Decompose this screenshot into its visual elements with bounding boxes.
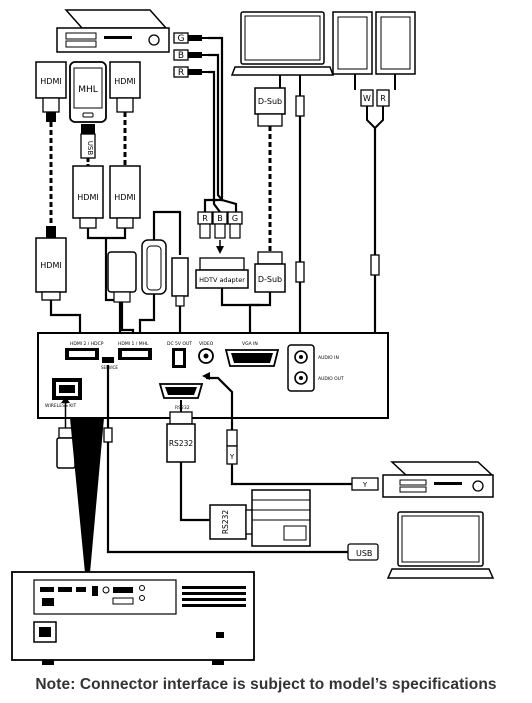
label-dsub-1: D-Sub xyxy=(258,97,282,106)
hdmi-plugs-middle: HDMI HDMI HDMI xyxy=(72,61,141,340)
laptop-icon-right xyxy=(386,511,495,579)
label-usb-mhl: USB xyxy=(86,141,94,156)
label-hdmi-1: HDMI xyxy=(40,77,61,86)
component-rgb-plugs-top: G B R xyxy=(173,32,238,213)
label-y-2: Y xyxy=(362,481,368,489)
laptop-icon-top xyxy=(230,11,335,76)
panel-wireless-kit: WIRELESS KIT xyxy=(45,403,77,409)
label-r-top: R xyxy=(178,68,184,78)
hdmi-cable-left: HDMI HDMI xyxy=(35,61,82,340)
lower-cables: USB Y Y RS232 RS232 xyxy=(56,365,379,561)
projector-body xyxy=(11,571,255,665)
label-dsub-2: D-Sub xyxy=(258,275,282,284)
mhl-phone-icon: MHL USB xyxy=(69,61,107,166)
label-hdmi-5: HDMI xyxy=(114,193,135,202)
hdtv-adapter: R B G HDTV adapter xyxy=(195,211,260,307)
label-rs232-2: RS232 xyxy=(221,510,230,535)
panel-audio-out: AUDIO OUT xyxy=(318,376,344,382)
footnote: Note: Connector interface is subject to … xyxy=(35,676,497,693)
audio-in-cable xyxy=(295,75,305,345)
panel-service: SERVICE xyxy=(101,365,118,370)
label-r-adapter: R xyxy=(202,214,208,223)
panel-audio-in: AUDIO IN xyxy=(318,355,339,361)
label-g-adapter: G xyxy=(232,214,238,223)
label-hdmi-3: HDMI xyxy=(77,193,98,202)
panel-callout xyxy=(70,418,104,573)
label-g-top: G xyxy=(178,34,185,44)
label-rs232-1: RS232 xyxy=(169,439,194,448)
label-b-adapter: B xyxy=(217,214,223,223)
desktop-pc-icon xyxy=(251,489,311,547)
label-w: W xyxy=(363,94,371,103)
panel-vga-in: VGA IN xyxy=(242,341,258,347)
audio-out-cable: W R xyxy=(328,74,396,380)
panel-hdmi2: HDMI 2 / HDCP xyxy=(70,341,104,347)
wireless-dongles xyxy=(107,210,189,340)
label-hdmi-4: HDMI xyxy=(114,77,135,86)
dvd-player-icon xyxy=(56,9,170,53)
label-usb-pc: USB xyxy=(356,549,372,558)
dsub-cable: D-Sub D-Sub xyxy=(248,75,286,340)
label-mhl: MHL xyxy=(78,85,98,95)
panel-dc5v: DC 5V OUT xyxy=(167,341,192,347)
speakers-icon xyxy=(332,11,416,75)
panel-hdmi1: HDMI 1 / MHL xyxy=(118,341,149,347)
panel-rs232: RS232 xyxy=(175,405,190,411)
panel-video: VIDEO xyxy=(199,341,214,347)
label-y-1: Y xyxy=(229,453,235,461)
label-b-top: B xyxy=(178,51,184,61)
dvd-player-right-icon xyxy=(382,461,494,498)
label-r-speaker: R xyxy=(380,94,386,103)
projector-rear-panel: HDMI 2 / HDCP HDMI 1 / MHL SERVICE DC 5V… xyxy=(37,332,389,419)
label-hdtv-adapter: HDTV adapter xyxy=(199,276,245,284)
label-hdmi-2: HDMI xyxy=(40,261,61,270)
